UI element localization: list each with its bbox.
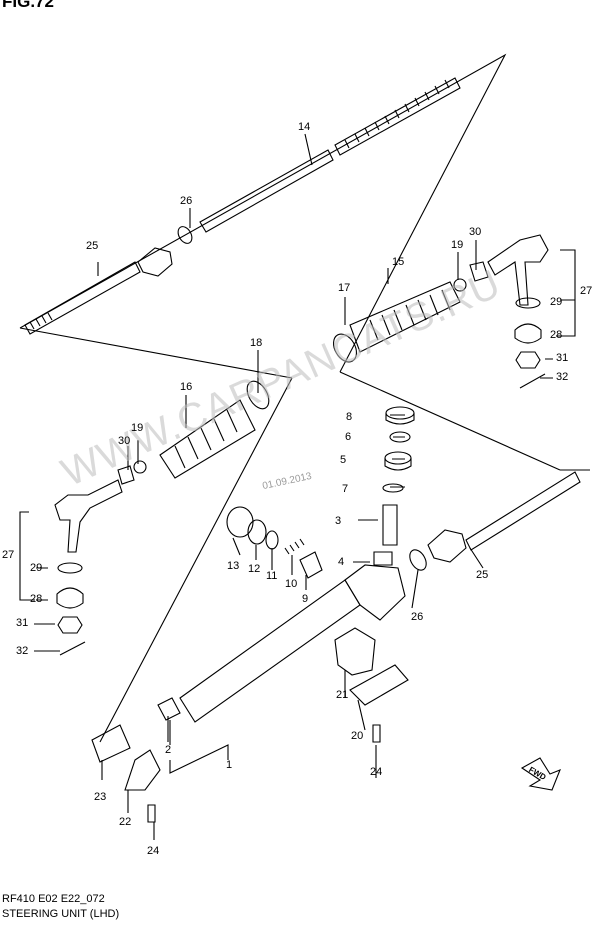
part-8-cap (385, 406, 415, 425)
part-17-clamp (332, 333, 358, 363)
callout-20: 20 (351, 730, 364, 742)
callout-28-upper: 28 (550, 329, 563, 341)
figure-title: FIG.72 (2, 0, 54, 11)
callout-29-left: 29 (30, 562, 43, 574)
callout-5: 5 (340, 454, 347, 466)
part-29-upper (515, 297, 541, 309)
callout-18: 18 (250, 337, 263, 349)
part-6-seal (389, 431, 411, 443)
callout-13: 13 (227, 560, 240, 572)
part-31-upper-nut (515, 351, 541, 369)
part-30-upper (469, 261, 489, 282)
part-29-left (57, 562, 83, 574)
part-22-bracket (124, 749, 161, 791)
part-28-upper (514, 323, 542, 344)
part-26-upper (177, 226, 193, 244)
callout-19-left: 19 (131, 422, 144, 434)
callout-6: 6 (345, 431, 352, 443)
callout-9: 9 (302, 593, 309, 605)
callout-31-left: 31 (16, 617, 29, 629)
part-13-cap (226, 506, 254, 538)
callout-26-upper: 26 (180, 195, 193, 207)
callout-32-left: 32 (16, 645, 29, 657)
part-10-spring (284, 538, 305, 555)
part-28-left (56, 587, 84, 609)
part-12-nut (247, 519, 267, 545)
part-25-upper-tie-rod (24, 247, 173, 335)
callout-32-upper: 32 (556, 371, 569, 383)
part-26-right (409, 549, 427, 571)
frame-lines (19, 53, 590, 743)
part-16-boot (159, 399, 256, 479)
callout-22: 22 (119, 816, 132, 828)
callout-14: 14 (298, 121, 311, 133)
callout-16: 16 (180, 381, 193, 393)
part-15-boot (349, 281, 461, 353)
part-27-left-tie-rod-end (54, 479, 123, 553)
callout-31-upper: 31 (556, 352, 569, 364)
part-3-pinion (382, 504, 398, 546)
footer-code: RF410 E02 E22_072 (2, 893, 105, 905)
part-24-bolt-right (372, 724, 381, 743)
part-32-upper-cotter (519, 373, 546, 389)
callout-15: 15 (392, 256, 405, 268)
callout-25-right: 25 (476, 569, 489, 581)
callout-24-left: 24 (147, 845, 160, 857)
callout-30-upper: 30 (469, 226, 482, 238)
part-11-cap (265, 530, 279, 550)
callout-10: 10 (285, 578, 298, 590)
part-20-bracket (349, 664, 409, 706)
callout-23: 23 (94, 791, 107, 803)
callout-17: 17 (338, 282, 351, 294)
part-14-inner-rod (199, 77, 461, 233)
part-24-bolt-left (147, 804, 156, 823)
part-1-rack-housing (179, 564, 406, 723)
callout-12: 12 (248, 563, 261, 575)
part-27-upper-tie-rod-end (487, 234, 549, 306)
callout-11: 11 (266, 570, 278, 582)
footer-title: STEERING UNIT (LHD) (2, 908, 120, 920)
callout-26-right: 26 (411, 611, 424, 623)
part-25-right-tie-rod (427, 471, 581, 563)
part-2-bushing (157, 697, 181, 721)
callout-2: 2 (165, 744, 172, 756)
leader-lines (19, 133, 576, 840)
callout-7: 7 (342, 483, 349, 495)
part-19-upper (453, 278, 467, 292)
callout-8: 8 (346, 411, 353, 423)
callout-24-right: 24 (370, 766, 383, 778)
part-32-left-cotter (59, 641, 86, 656)
callout-1: 1 (226, 759, 233, 771)
part-4-bearing (373, 551, 393, 566)
part-18-clamp (246, 380, 270, 410)
part-21-bracket (334, 627, 376, 676)
callout-4: 4 (338, 556, 345, 568)
part-23-mount (91, 724, 131, 763)
callout-21: 21 (336, 689, 349, 701)
callout-25-upper: 25 (86, 240, 99, 252)
callout-28-left: 28 (30, 593, 43, 605)
callout-29-upper: 29 (550, 296, 563, 308)
callout-3: 3 (335, 515, 342, 527)
part-9-yoke (299, 551, 323, 579)
part-31-left-nut (57, 616, 83, 634)
part-7-ring (382, 483, 404, 493)
part-30-left (117, 465, 135, 485)
part-19-left (133, 460, 147, 474)
fwd-arrow-icon (520, 757, 561, 791)
callout-27-upper: 27 (580, 285, 593, 297)
callout-19-upper: 19 (451, 239, 464, 251)
callout-27-left: 27 (2, 549, 15, 561)
callout-30-left: 30 (118, 435, 131, 447)
part-5-nut (384, 451, 412, 471)
